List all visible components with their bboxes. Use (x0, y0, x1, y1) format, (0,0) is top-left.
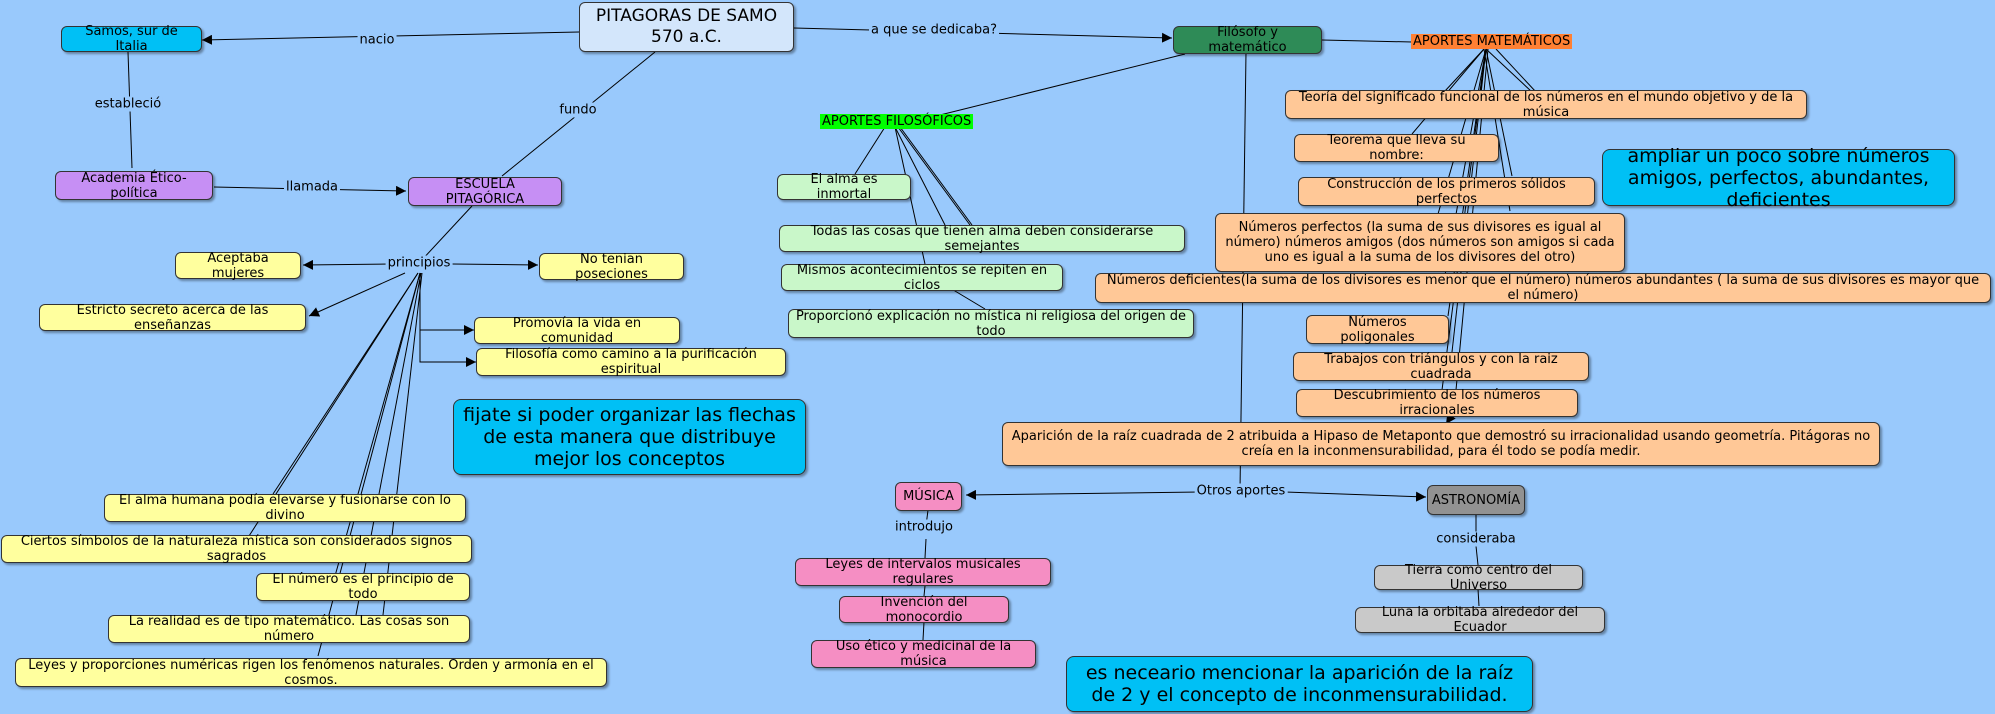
node-solidos-perfectos[interactable]: Construcción de los primeros sólidos per… (1298, 177, 1595, 207)
node-samos[interactable]: Samos, sur de Italia (61, 24, 202, 54)
node-numeros-poligonales[interactable]: Números poligonales (1306, 315, 1449, 345)
node-astronomia[interactable]: ASTRONOMÍA (1427, 485, 1525, 515)
node-irracionales[interactable]: Descubrimiento de los números irracional… (1296, 388, 1578, 418)
node-explicacion-origen[interactable]: Proporcionó explicación no mística ni re… (788, 309, 1194, 339)
node-cosas-alma[interactable]: Todas las cosas que tienen alma deben co… (779, 224, 1185, 254)
node-realidad-matematica[interactable]: La realidad es de tipo matemático. Las c… (108, 614, 470, 644)
heading-aportes-matematicos: APORTES MATEMÁTICOS (1411, 34, 1573, 49)
node-aceptaba-mujeres[interactable]: Aceptaba mujeres (175, 251, 301, 281)
link-label-llamada: llamada (283, 179, 341, 195)
node-raiz-cuadrada-2[interactable]: Aparición de la raíz cuadrada de 2 atrib… (1002, 422, 1880, 466)
node-luna-orbita[interactable]: Luna la orbitaba alrededor del Ecuador (1355, 605, 1605, 635)
node-teoria-numeros[interactable]: Teoría del significado funcional de los … (1285, 90, 1807, 120)
note-ampliar-numeros[interactable]: ampliar un poco sobre números amigos, pe… (1602, 145, 1955, 211)
node-uso-etico-musica[interactable]: Uso ético y medicinal de la música (811, 639, 1036, 669)
node-triangulos[interactable]: Trabajos con triángulos y con la raiz cu… (1293, 352, 1589, 382)
node-academia[interactable]: Academia Ético-política (55, 171, 213, 201)
link-label-fundo: fundo (557, 102, 599, 118)
node-numero-principio[interactable]: El número es el principio de todo (256, 572, 470, 602)
node-filosofia-camino[interactable]: Filosofía como camino a la purificación … (476, 347, 786, 377)
node-estricto-secreto[interactable]: Estricto secreto acerca de las enseñanza… (39, 303, 306, 333)
node-vida-comunidad[interactable]: Promovía la vida en comunidad (474, 316, 680, 346)
heading-aportes-filosoficos: APORTES FILOSÓFICOS (820, 114, 974, 129)
main-title-node[interactable]: PITAGORAS DE SAMO 570 a.C. (579, 2, 794, 52)
node-leyes-proporciones[interactable]: Leyes y proporciones numéricas rigen los… (15, 658, 607, 688)
node-simbolos-sagrados[interactable]: Ciertos símbolos de la naturaleza místic… (1, 534, 472, 564)
note-organizar-flechas[interactable]: fijate si poder organizar las flechas de… (453, 399, 806, 475)
node-musica[interactable]: MÚSICA (895, 482, 962, 511)
node-intervalos-musicales[interactable]: Leyes de intervalos musicales regulares (795, 557, 1051, 587)
link-label-introdujo: introdujo (892, 519, 956, 535)
node-numeros-perfectos[interactable]: Números perfectos (la suma de sus diviso… (1215, 213, 1625, 272)
main-title-line1: PITAGORAS DE SAMO (595, 6, 778, 26)
node-alma-inmortal[interactable]: El alma es inmortal (777, 172, 911, 202)
node-alma-divino[interactable]: El alma humana podía elevarse y fusionar… (104, 493, 466, 523)
node-monocordio[interactable]: Invención del monocordio (839, 595, 1009, 625)
link-label-nacio: nacio (357, 32, 397, 48)
node-ciclos[interactable]: Mismos acontecimientos se repiten en cic… (781, 263, 1063, 293)
node-tierra-centro[interactable]: Tierra como centro del Universo (1374, 563, 1583, 593)
main-title-line2: 570 a.C. (651, 27, 722, 47)
link-label-consideraba: consideraba (1434, 531, 1518, 547)
node-teorema[interactable]: Teorema que lleva su nombre: (1294, 133, 1499, 163)
node-no-posesiones[interactable]: No tenian poseciones (539, 252, 684, 282)
note-raiz-inconmensurabilidad[interactable]: es neceario mencionar la aparición de la… (1066, 656, 1533, 712)
link-label-establecio: estableció (92, 96, 164, 112)
node-numeros-deficientes[interactable]: Números deficientes(la suma de los divis… (1095, 273, 1991, 303)
node-filosofo[interactable]: Filósofo y matemático (1173, 25, 1322, 55)
node-escuela[interactable]: ESCUELA PITAGÓRICA (408, 177, 562, 207)
link-label-dedicaba: a que se dedicaba? (869, 22, 999, 38)
link-label-principios: principios (385, 255, 453, 271)
link-label-otros-aportes: Otros aportes (1194, 483, 1288, 499)
